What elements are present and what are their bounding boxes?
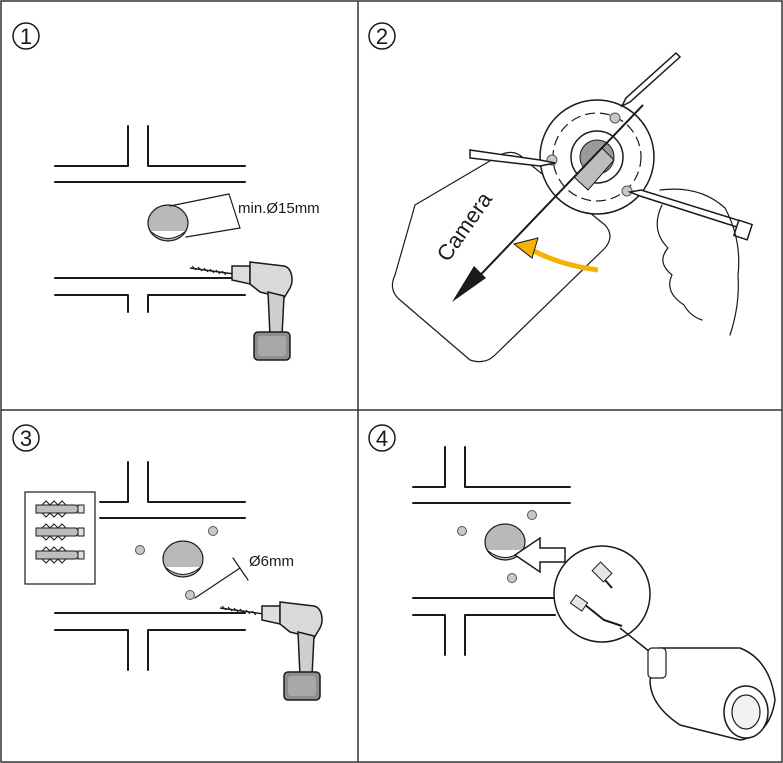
step-3-panel: 3 Ø6mm [12,424,323,701]
step-1-panel: 1 min.Ø15mm [12,22,320,361]
step-2-number: 2 [376,24,388,49]
step-1-number: 1 [20,24,32,49]
step-3-badge: 3 [12,424,40,452]
step-1-badge: 1 [12,22,40,50]
rotate-arrow [512,237,599,273]
dimension-line: min.Ø15mm [169,193,320,238]
hand-icon [656,188,740,336]
camera-base [539,99,655,215]
direction-arrow [452,104,644,302]
connector-icon [569,561,613,612]
step-4-panel: 4 [368,424,776,741]
hole-diameter-label: min.Ø15mm [238,200,320,217]
screw-hole-mark [507,573,517,583]
drill-icon [219,601,323,701]
dimension-line: Ø6mm [194,553,294,599]
screw-hole-mark [457,526,467,536]
template-label: Camera [432,187,498,266]
wall-outline [412,446,571,656]
cable-hole [147,204,189,242]
wall-outline [54,461,246,671]
pencil-icon [469,51,754,241]
wall-outline [54,125,246,313]
screw-hole-mark [208,526,218,536]
camera-icon [647,647,776,741]
screw-hole-mark [185,590,195,600]
step-2-badge: 2 [368,22,396,50]
cable-hole [162,540,204,578]
screw-hole-mark [135,545,145,555]
insert-arrow [513,536,566,574]
screw-hole-diameter-label: Ø6mm [249,553,294,570]
step-4-badge: 4 [368,424,396,452]
step-4-number: 4 [376,426,388,451]
step-2-panel: 2 Camera [368,22,754,363]
screw-hole-mark [527,510,537,520]
connector-detail [553,545,661,661]
anchor-box [24,491,96,585]
step-3-number: 3 [20,426,32,451]
drill-icon [189,261,293,361]
